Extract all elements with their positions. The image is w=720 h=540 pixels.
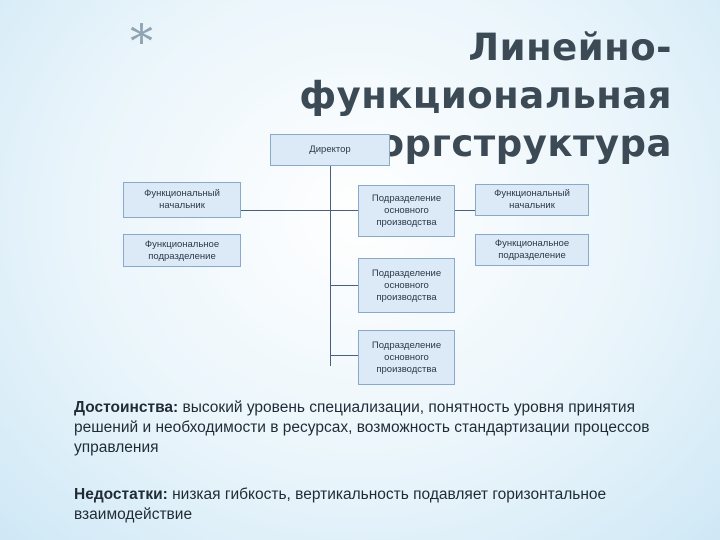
right-functional-unit: Функциональное подразделение — [475, 234, 589, 266]
production-unit-1: Подразделение основного производства — [358, 185, 455, 237]
advantages-text: высокий уровень специализации, понятност… — [74, 399, 650, 456]
production-unit-3: Подразделение основного производства — [358, 330, 455, 385]
disadvantages-label: Недостатки: — [74, 486, 168, 503]
production-unit-2: Подразделение основного производства — [358, 258, 455, 313]
director-box: Директор — [270, 134, 390, 166]
title-line-2: оргструктура — [378, 122, 672, 165]
disadvantages-paragraph: Недостатки: низкая гибкость, вертикально… — [74, 485, 674, 525]
bullet-asterisk: * — [130, 14, 153, 68]
connector-director-down — [330, 166, 331, 366]
right-functional-head: Функциональный начальник — [475, 184, 589, 216]
disadvantages-text: низкая гибкость, вертикальность подавляе… — [74, 486, 607, 523]
left-functional-unit: Функциональное подразделение — [123, 234, 241, 267]
connector-to-prod-1 — [330, 210, 358, 211]
advantages-label: Достоинства: — [74, 399, 179, 416]
title-line-1: Линейно-функциональная — [299, 26, 672, 117]
slide-title: Линейно-функциональная оргструктура — [162, 24, 672, 168]
connector-to-prod-2 — [330, 285, 358, 286]
connector-to-prod-3 — [330, 355, 358, 356]
advantages-paragraph: Достоинства: высокий уровень специализац… — [74, 398, 674, 458]
left-functional-head: Функциональный начальник — [123, 182, 241, 218]
